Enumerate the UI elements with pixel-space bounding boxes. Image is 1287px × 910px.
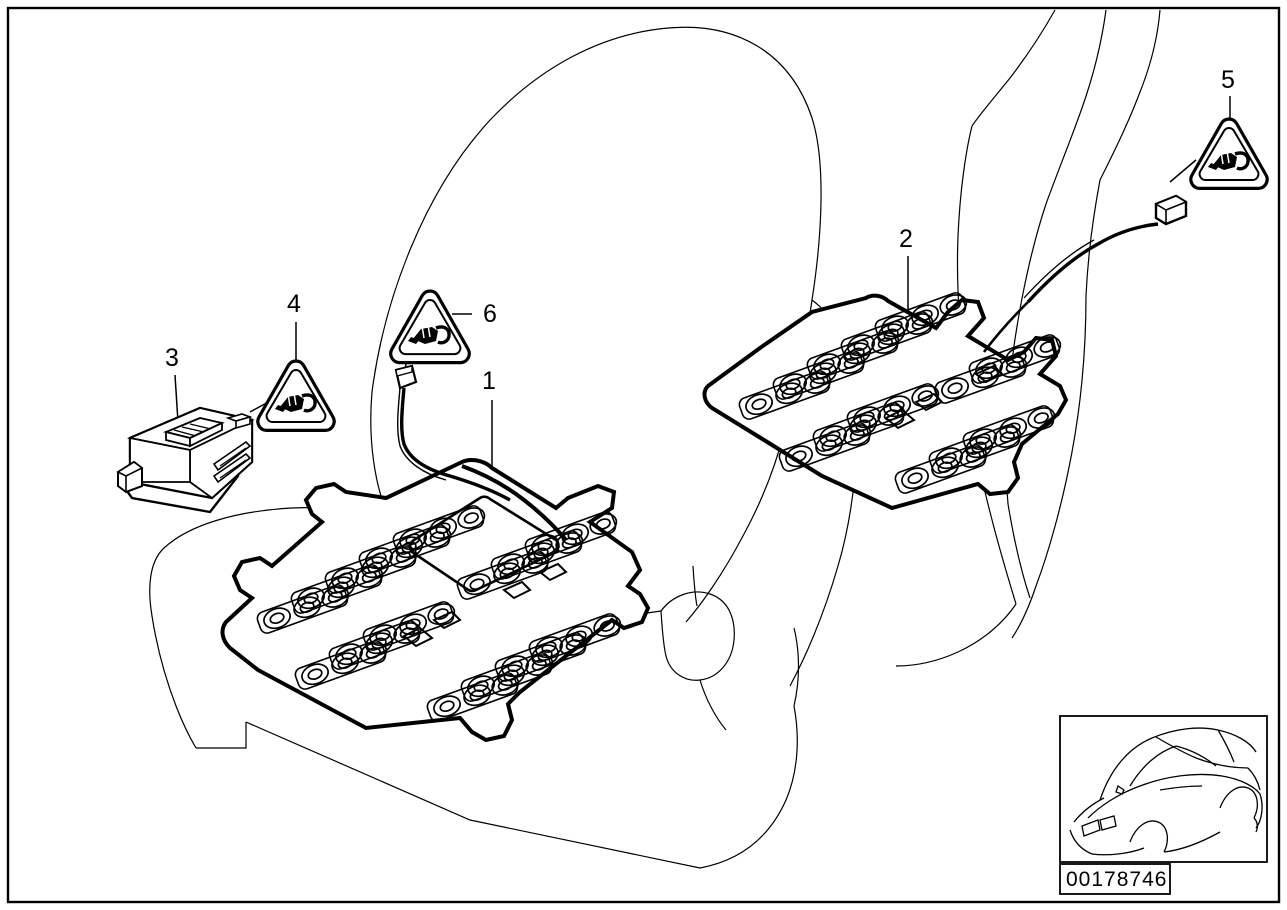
inline-connector <box>394 364 418 390</box>
seat-cushion-heating-mat <box>220 458 651 743</box>
callout-3: 3 <box>165 344 179 372</box>
warning-triangle-5 <box>1189 117 1269 190</box>
callout-5: 5 <box>1221 66 1235 94</box>
warning-triangle-4 <box>256 359 336 432</box>
callout-leaders <box>174 96 1231 470</box>
leader-3 <box>174 374 179 423</box>
connector-plug-icon <box>275 392 317 413</box>
backrest-mat-cable <box>1026 222 1159 304</box>
callout-4: 4 <box>287 290 301 318</box>
callout-numbers: 1 2 3 4 5 6 <box>165 66 1235 395</box>
vehicle-thumbnail <box>1059 715 1268 863</box>
backrest-heating-mat <box>702 290 1069 511</box>
control-module <box>116 406 255 514</box>
cushion-mat-cable <box>400 387 511 502</box>
wiring-harness <box>394 194 1188 502</box>
warning-triangle-6 <box>389 289 471 365</box>
callout-2: 2 <box>899 225 913 253</box>
leader-5b <box>1169 159 1197 183</box>
diagram-id-box: 00178746 <box>1059 863 1171 895</box>
diagram-id-text: 00178746 <box>1066 868 1167 891</box>
connector-plug-icon <box>1208 150 1250 171</box>
diagram-border <box>6 6 1281 904</box>
callout-6: 6 <box>483 300 497 328</box>
harness-plug-connector <box>1154 194 1188 226</box>
connector-plug-icon <box>408 324 451 345</box>
callout-1: 1 <box>482 367 496 395</box>
